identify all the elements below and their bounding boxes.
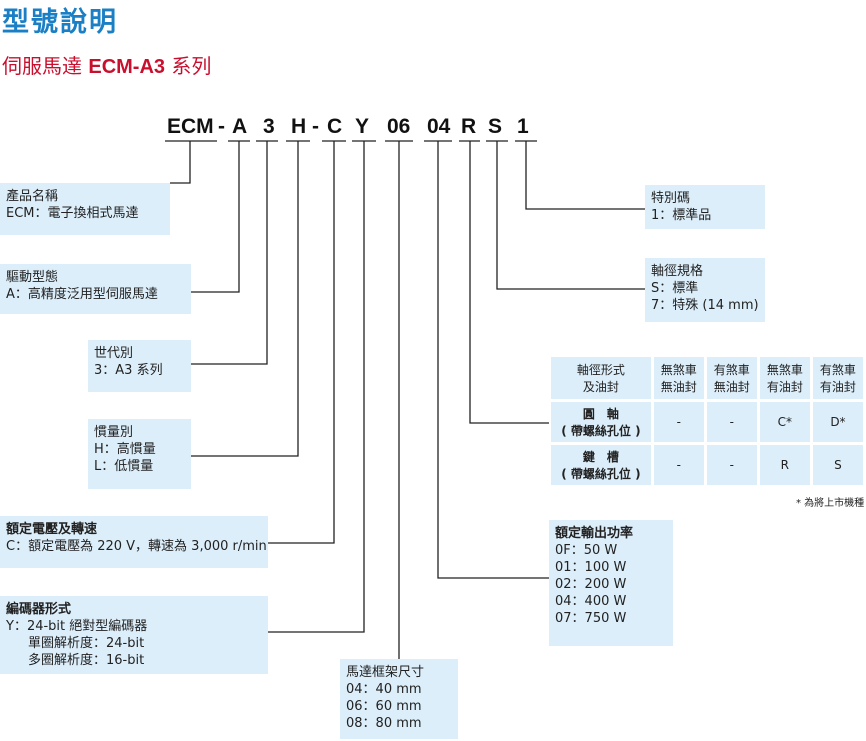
rated-power-title: 額定輸出功率 bbox=[555, 526, 634, 541]
rated-power-box: 額定輸出功率 0F：50 W 01：100 W 02：200 W 04：400 … bbox=[549, 520, 673, 646]
drive-type-box: 驅動型態 A：高精度泛用型伺服馬達 bbox=[0, 264, 191, 314]
code-dash-1: - bbox=[218, 115, 225, 138]
code-dash-2: - bbox=[312, 115, 319, 138]
table-cell: - bbox=[706, 445, 757, 485]
code-s: S bbox=[488, 115, 503, 138]
frame-size-title: 馬達框架尺寸 bbox=[346, 665, 425, 680]
table-cell: R bbox=[759, 445, 810, 485]
generation-title: 世代別 bbox=[94, 346, 134, 361]
table-header-cell: 無煞車 無油封 bbox=[653, 357, 704, 399]
code-3: 3 bbox=[263, 115, 275, 138]
rated-power-02: 02：200 W bbox=[555, 577, 627, 592]
table-cell: - bbox=[653, 445, 704, 485]
table-cell: - bbox=[653, 402, 704, 442]
table-header-cell: 無煞車 有油封 bbox=[759, 357, 810, 399]
special-code-box: 特別碼 1：標準品 bbox=[645, 185, 765, 229]
code-h: H bbox=[291, 115, 307, 138]
product-name-title: 產品名稱 bbox=[6, 189, 59, 204]
rated-voltage-desc: C：額定電壓為 220 V，轉速為 3,000 r/min bbox=[6, 539, 267, 554]
special-code-desc: 1：標準品 bbox=[651, 208, 712, 223]
product-name-desc: ECM：電子換相式馬達 bbox=[6, 206, 139, 221]
inertia-low: L：低慣量 bbox=[94, 459, 154, 474]
generation-box: 世代別 3：A3 系列 bbox=[88, 340, 191, 392]
frame-size-40: 04：40 mm bbox=[346, 682, 422, 697]
rated-power-07: 07：750 W bbox=[555, 611, 627, 626]
table-header-cell: 有煞車 無油封 bbox=[706, 357, 757, 399]
inertia-box: 慣量別 H：高慣量 L：低慣量 bbox=[88, 419, 191, 489]
drive-type-desc: A：高精度泛用型伺服馬達 bbox=[6, 287, 158, 302]
code-r: R bbox=[461, 115, 477, 138]
code-c: C bbox=[327, 115, 343, 138]
code-06: 06 bbox=[387, 115, 411, 138]
table-cell: C* bbox=[759, 402, 810, 442]
shaft-spec-title: 軸徑規格 bbox=[651, 264, 704, 279]
table-cell: - bbox=[706, 402, 757, 442]
inertia-high: H：高慣量 bbox=[94, 442, 156, 457]
rated-power-04: 04：400 W bbox=[555, 594, 627, 609]
code-ecm: ECM bbox=[167, 115, 214, 138]
table-cell: D* bbox=[812, 402, 863, 442]
encoder-multi-turn: 多圈解析度：16-bit bbox=[28, 653, 145, 668]
encoder-box: 編碼器形式 Y：24-bit 絕對型編碼器 單圈解析度：24-bit 多圈解析度… bbox=[0, 596, 268, 674]
rated-voltage-box: 額定電壓及轉速 C：額定電壓為 220 V，轉速為 3,000 r/min bbox=[0, 516, 268, 568]
code-y: Y bbox=[355, 115, 370, 138]
page-title: 型號說明 bbox=[2, 7, 118, 38]
page-subtitle: 伺服馬達 ECM-A3 系列 bbox=[2, 54, 212, 78]
rated-power-01: 01：100 W bbox=[555, 560, 627, 575]
shaft-spec-box: 軸徑規格 S：標準 7：特殊 (14 mm) bbox=[645, 258, 765, 322]
shaft-spec-standard: S：標準 bbox=[651, 281, 699, 296]
rated-voltage-title: 額定電壓及轉速 bbox=[6, 522, 98, 537]
frame-size-60: 06：60 mm bbox=[346, 699, 422, 714]
row-label: 鍵 槽 ( 帶螺絲孔位 ) bbox=[551, 445, 651, 485]
frame-size-box: 馬達框架尺寸 04：40 mm 06：60 mm 08：80 mm bbox=[340, 659, 458, 739]
row-label: 圓 軸 ( 帶螺絲孔位 ) bbox=[551, 402, 651, 442]
code-a: A bbox=[232, 115, 248, 138]
frame-size-80: 08：80 mm bbox=[346, 716, 422, 731]
special-code-title: 特別碼 bbox=[651, 191, 691, 206]
encoder-type: Y：24-bit 絕對型編碼器 bbox=[6, 619, 148, 634]
table-note: * 為將上市機種 bbox=[796, 498, 865, 509]
rated-power-0f: 0F：50 W bbox=[555, 543, 618, 558]
encoder-single-turn: 單圈解析度：24-bit bbox=[28, 636, 145, 651]
table-header-row: 軸徑形式 及油封 無煞車 無油封 有煞車 無油封 無煞車 有油封 有煞車 有油封 bbox=[551, 357, 863, 399]
table-row: 圓 軸 ( 帶螺絲孔位 ) - - C* D* bbox=[551, 402, 863, 442]
drive-type-title: 驅動型態 bbox=[6, 270, 59, 285]
code-04: 04 bbox=[427, 115, 451, 138]
table-header-cell: 軸徑形式 及油封 bbox=[551, 357, 651, 399]
table-cell: S bbox=[812, 445, 863, 485]
product-name-box: 產品名稱 ECM：電子換相式馬達 bbox=[0, 183, 170, 235]
inertia-title: 慣量別 bbox=[94, 425, 134, 440]
table-row: 鍵 槽 ( 帶螺絲孔位 ) - - R S bbox=[551, 445, 863, 485]
shaft-spec-special: 7：特殊 (14 mm) bbox=[651, 298, 759, 313]
generation-desc: 3：A3 系列 bbox=[94, 363, 163, 378]
shaft-option-table: 軸徑形式 及油封 無煞車 無油封 有煞車 無油封 無煞車 有油封 有煞車 有油封… bbox=[548, 354, 866, 488]
table-header-cell: 有煞車 有油封 bbox=[812, 357, 863, 399]
code-1: 1 bbox=[517, 115, 529, 138]
encoder-title: 編碼器形式 bbox=[6, 602, 72, 617]
